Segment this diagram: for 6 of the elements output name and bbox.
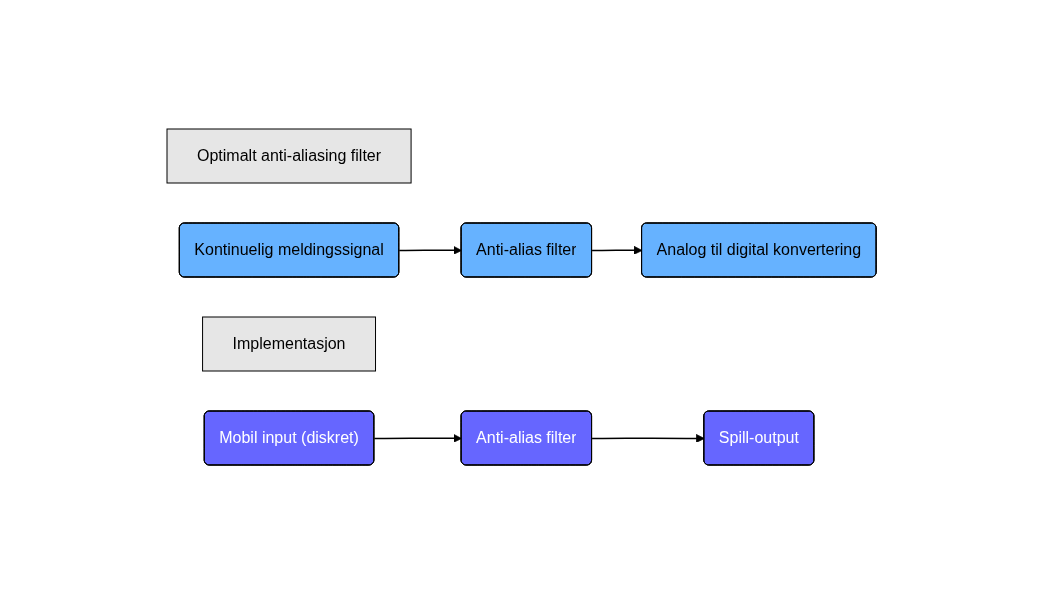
node-box: Optimalt anti-aliasing filter [166,128,412,183]
arrow [591,245,643,255]
arrow [398,245,462,255]
arrow [591,433,705,443]
arrow [373,433,462,443]
node-box: Implementasjon [202,316,376,371]
